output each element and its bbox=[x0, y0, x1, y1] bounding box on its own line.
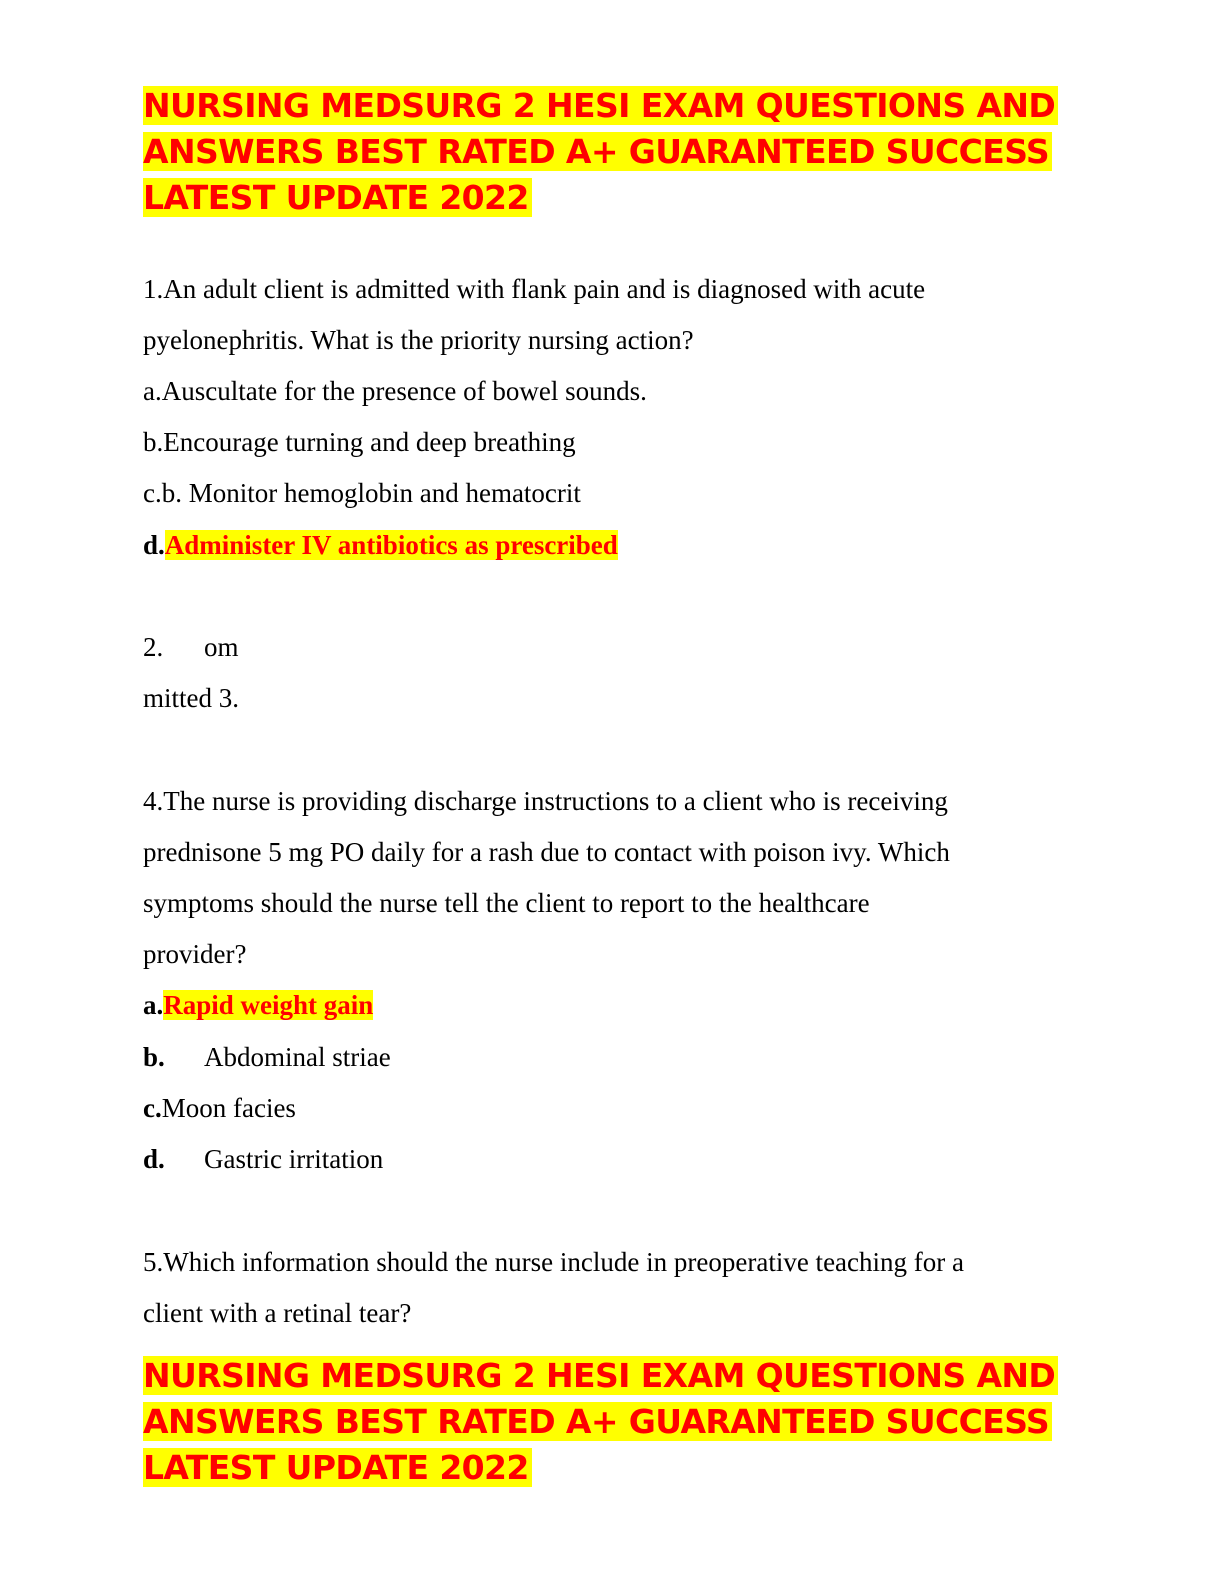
option-letter: d. bbox=[143, 530, 165, 560]
question-1-option-d-correct: d.Administer IV antibiotics as prescribe… bbox=[143, 528, 618, 562]
question-4-text-line-3: symptoms should the nurse tell the clien… bbox=[143, 888, 870, 918]
question-1-text-line-2: pyelonephritis. What is the priority nur… bbox=[143, 325, 694, 355]
title-line-2: ANSWERS BEST RATED A+ GUARANTEED SUCCESS bbox=[143, 132, 1053, 171]
question-4-text-line-1: 4.The nurse is providing discharge instr… bbox=[143, 786, 948, 816]
fragment-number: 2. bbox=[143, 632, 164, 662]
option-text: Moon facies bbox=[161, 1093, 296, 1123]
option-text: b. Monitor hemoglobin and hematocrit bbox=[161, 478, 581, 508]
option-text: Encourage turning and deep breathing bbox=[163, 427, 576, 457]
option-letter: a. bbox=[143, 990, 164, 1020]
title-line-1: NURSING MEDSURG 2 HESI EXAM QUESTIONS AN… bbox=[143, 86, 1059, 125]
question-4-option-c: c.Moon facies bbox=[143, 1091, 296, 1125]
option-letter: d. bbox=[143, 1144, 165, 1174]
title-line-3: LATEST UPDATE 2022 bbox=[143, 178, 532, 217]
option-text: Abdominal striae bbox=[204, 1042, 391, 1072]
question-1-option-b: b.Encourage turning and deep breathing bbox=[143, 425, 576, 459]
question-4-text-line-2: prednisone 5 mg PO daily for a rash due … bbox=[143, 837, 950, 867]
footer-line-1: NURSING MEDSURG 2 HESI EXAM QUESTIONS AN… bbox=[143, 1356, 1059, 1395]
question-4-option-b: b. Abdominal striae bbox=[143, 1040, 391, 1074]
footer-line-3: LATEST UPDATE 2022 bbox=[143, 1448, 532, 1487]
question-1-text-line-1: 1.An adult client is admitted with flank… bbox=[143, 274, 926, 304]
correct-answer-text: Rapid weight gain bbox=[163, 990, 374, 1020]
correct-answer-text: Administer IV antibiotics as prescribed bbox=[164, 530, 618, 560]
fragment-line-1: 2. om bbox=[143, 630, 239, 664]
question-4-option-d: d. Gastric irritation bbox=[143, 1142, 383, 1176]
option-text: Auscultate for the presence of bowel sou… bbox=[161, 376, 647, 406]
option-letter: c. bbox=[143, 1093, 162, 1123]
option-letter: b. bbox=[143, 1042, 165, 1072]
question-1-option-a: a.Auscultate for the presence of bowel s… bbox=[143, 374, 647, 408]
fragment-line-2: mitted 3. bbox=[143, 683, 239, 713]
document-title-banner: NURSING MEDSURG 2 HESI EXAM QUESTIONS AN… bbox=[143, 83, 1073, 221]
question-1-option-c: c.b. Monitor hemoglobin and hematocrit bbox=[143, 476, 581, 510]
question-5-text-line-1: 5.Which information should the nurse inc… bbox=[143, 1247, 964, 1277]
fragment-text: om bbox=[204, 632, 239, 662]
footer-line-2: ANSWERS BEST RATED A+ GUARANTEED SUCCESS bbox=[143, 1402, 1053, 1441]
question-4-option-a-correct: a.Rapid weight gain bbox=[143, 988, 374, 1022]
option-text: Gastric irritation bbox=[204, 1144, 384, 1174]
question-4-text-line-4: provider? bbox=[143, 939, 247, 969]
option-letter: b. bbox=[143, 427, 164, 457]
option-letter: c. bbox=[143, 478, 162, 508]
question-5-text-line-2: client with a retinal tear? bbox=[143, 1298, 412, 1328]
document-footer-banner: NURSING MEDSURG 2 HESI EXAM QUESTIONS AN… bbox=[143, 1353, 1073, 1491]
option-letter: a. bbox=[143, 376, 162, 406]
